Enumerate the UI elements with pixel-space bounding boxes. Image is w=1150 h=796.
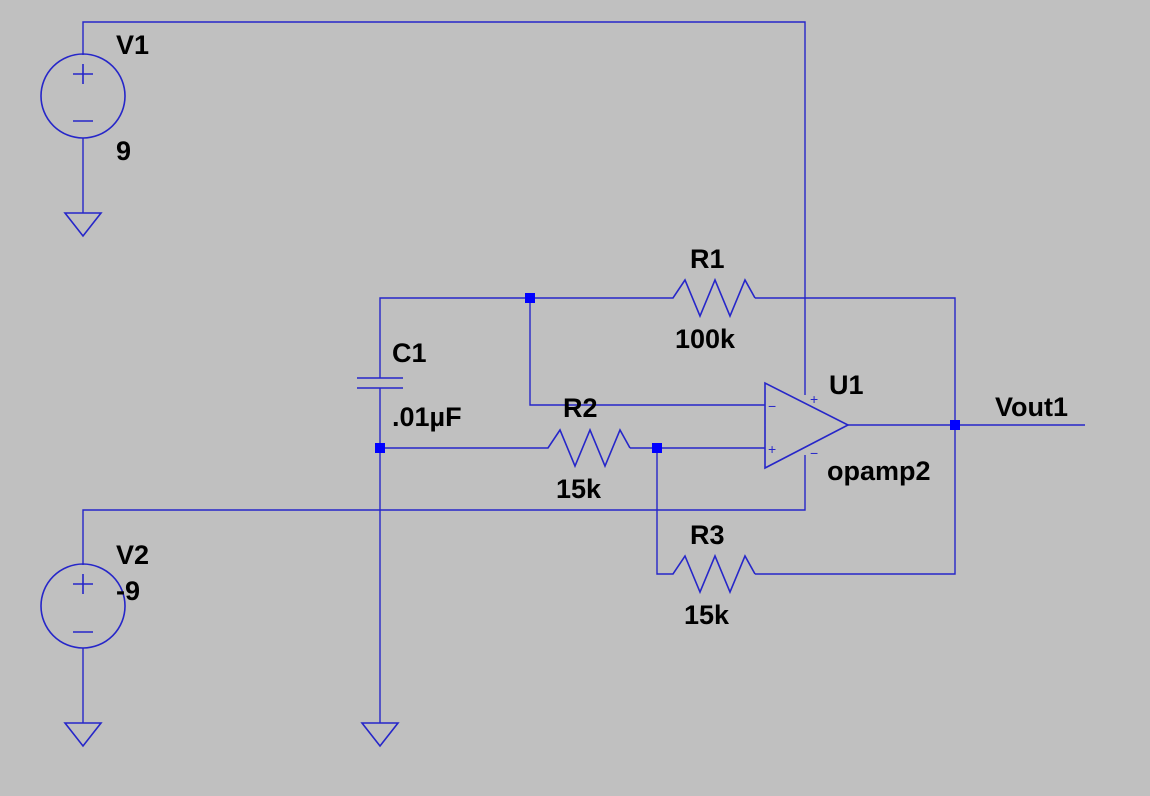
negative-supply-mark: − [810, 445, 818, 461]
source-circle-icon [40, 563, 126, 649]
v2-value-label: -9 [116, 576, 140, 606]
junction-dot [950, 420, 960, 430]
wire-r1-right [755, 297, 956, 425]
grounds [63, 212, 400, 748]
wires [82, 21, 1085, 723]
ground-icon [63, 722, 103, 748]
opamp-triangle-icon [764, 381, 850, 470]
resistor-r2[interactable] [540, 427, 631, 469]
source-circle-icon [40, 53, 126, 139]
opamp-u1[interactable]: − + + − [764, 381, 850, 470]
r2-value-label: 15k [556, 474, 602, 504]
resistor-r3[interactable] [665, 553, 756, 595]
voltage-source-v1[interactable] [40, 53, 126, 139]
v1-value-label: 9 [116, 136, 131, 166]
r2-ref-label: R2 [563, 393, 598, 423]
wire-v2-supply [82, 455, 806, 565]
r1-ref-label: R1 [690, 244, 725, 274]
labels: V1 9 V2 -9 R1 100k R2 15k R3 15k C1 .01µ… [116, 30, 1068, 630]
capacitor-c1[interactable] [357, 377, 403, 389]
wire-v1-supply [82, 21, 806, 395]
r1-value-label: 100k [675, 324, 736, 354]
resistor-r1[interactable] [665, 277, 756, 319]
v1-ref-label: V1 [116, 30, 149, 60]
vout-net-label: Vout1 [995, 392, 1068, 422]
v2-ref-label: V2 [116, 540, 149, 570]
c1-ref-label: C1 [392, 338, 427, 368]
positive-supply-mark: + [810, 391, 818, 407]
c1-value-label: .01µF [392, 402, 462, 432]
r3-ref-label: R3 [690, 520, 725, 550]
u1-ref-label: U1 [829, 370, 864, 400]
u1-value-label: opamp2 [827, 456, 931, 486]
junctions [375, 293, 960, 453]
voltage-source-v2[interactable] [40, 563, 126, 649]
wire-inverting-input [529, 298, 765, 406]
junction-dot [375, 443, 385, 453]
junction-dot [525, 293, 535, 303]
ground-icon [63, 212, 103, 238]
wire-r3-left [656, 448, 665, 575]
wire-c1-top [379, 297, 665, 378]
inverting-input-mark: − [768, 398, 776, 414]
junction-dot [652, 443, 662, 453]
noninverting-input-mark: + [768, 441, 776, 457]
wire-r3-right [755, 425, 956, 575]
ground-icon [360, 722, 400, 748]
r3-value-label: 15k [684, 600, 730, 630]
